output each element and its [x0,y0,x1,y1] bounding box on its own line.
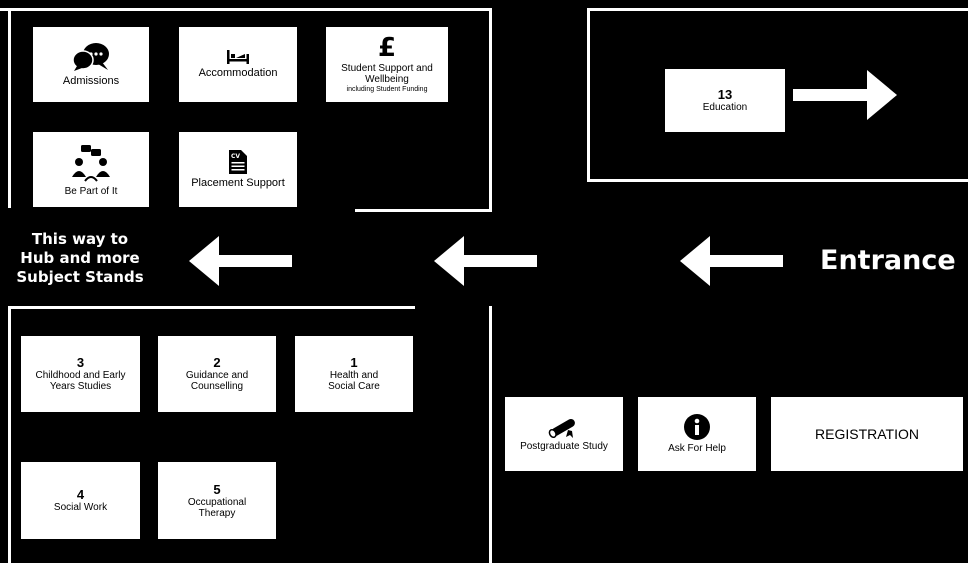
entrance-label: Entrance [820,245,956,276]
stand-number: 2 [213,355,221,370]
svg-text:CV: CV [231,153,240,160]
people-chat-icon [72,144,110,182]
arrow-right-icon [793,70,897,120]
stand-number: 4 [76,487,85,502]
stand-label: Ask For Help [668,443,726,454]
wayfinding-line: This way to [31,230,129,248]
stand-number: 3 [76,355,85,370]
wall-bottom-left-side [8,306,11,563]
wall-top-left-right [489,8,492,212]
wayfinding-line: Subject Stands [16,268,144,286]
stand-student-support[interactable]: £ Student Support and Wellbeing includin… [326,27,448,102]
stand-number: 1 [350,355,358,370]
stand-label: Guidance and [185,370,249,381]
stand-2-guidance[interactable]: 2 Guidance and Counselling [158,336,276,412]
stand-label: Placement Support [191,177,285,189]
stand-postgraduate[interactable]: Postgraduate Study [505,397,623,471]
stand-label: Be Part of It [64,185,118,197]
stand-label: Therapy [198,507,236,519]
bed-icon [227,50,249,64]
wall-bottom-left-top [8,306,415,309]
stand-number: 5 [213,481,221,497]
stand-label: Occupational [187,496,247,508]
stand-number: 13 [717,87,733,102]
stand-ask-for-help[interactable]: Ask For Help [638,397,756,471]
stand-label: Health and [329,370,379,381]
stand-registration[interactable]: REGISTRATION [771,397,963,471]
stand-label: Social Care [328,381,380,392]
pound-sign-icon: £ [377,32,397,63]
stand-placement-support[interactable]: CV Placement Support [179,132,297,207]
arrow-left-icon [434,236,537,286]
stand-5-occupational[interactable]: 5 Occupational Therapy [158,462,276,539]
stand-label: Admissions [62,75,120,87]
stand-3-childhood[interactable]: 3 Childhood and Early Years Studies [21,336,140,412]
wall-education-top [587,8,968,11]
stand-label: Education [702,102,748,113]
stand-1-health[interactable]: 1 Health and Social Care [295,336,413,412]
stand-admissions[interactable]: Admissions [33,27,149,102]
arrow-left-icon [189,236,292,286]
cv-document-icon: CV [229,150,247,174]
stand-label: Postgraduate Study [520,441,608,452]
stand-sublabel: including Student Funding [346,85,428,93]
wall-top-left-side [8,8,11,208]
wall-education-left [587,8,590,182]
wayfinding-left-text: This way to Hub and more Subject Stands [0,230,160,287]
wall-education-bottom [587,179,968,182]
wall-bottom-left-right [489,306,492,563]
stand-label: Childhood and Early [35,370,126,381]
stand-label: Accommodation [198,67,278,79]
stand-label: Social Work [53,502,108,513]
stand-label: REGISTRATION [815,426,919,442]
arrow-left-icon [680,236,783,286]
wall-top-left-bottom [355,209,492,212]
stand-label: Student Support and Wellbeing [341,62,433,85]
stand-4-social-work[interactable]: 4 Social Work [21,462,140,539]
speech-bubbles-icon [72,43,109,71]
diploma-icon [548,419,575,438]
stand-13-education[interactable]: 13 Education [665,69,785,132]
wayfinding-line: Hub and more [20,249,140,267]
stand-be-part-of-it[interactable]: Be Part of It [33,132,149,207]
stand-label: Years Studies [49,381,112,392]
stand-label: Counselling [190,381,244,392]
stand-accommodation[interactable]: Accommodation [179,27,297,102]
wall-top-left-top [0,8,492,11]
info-icon [684,414,710,440]
